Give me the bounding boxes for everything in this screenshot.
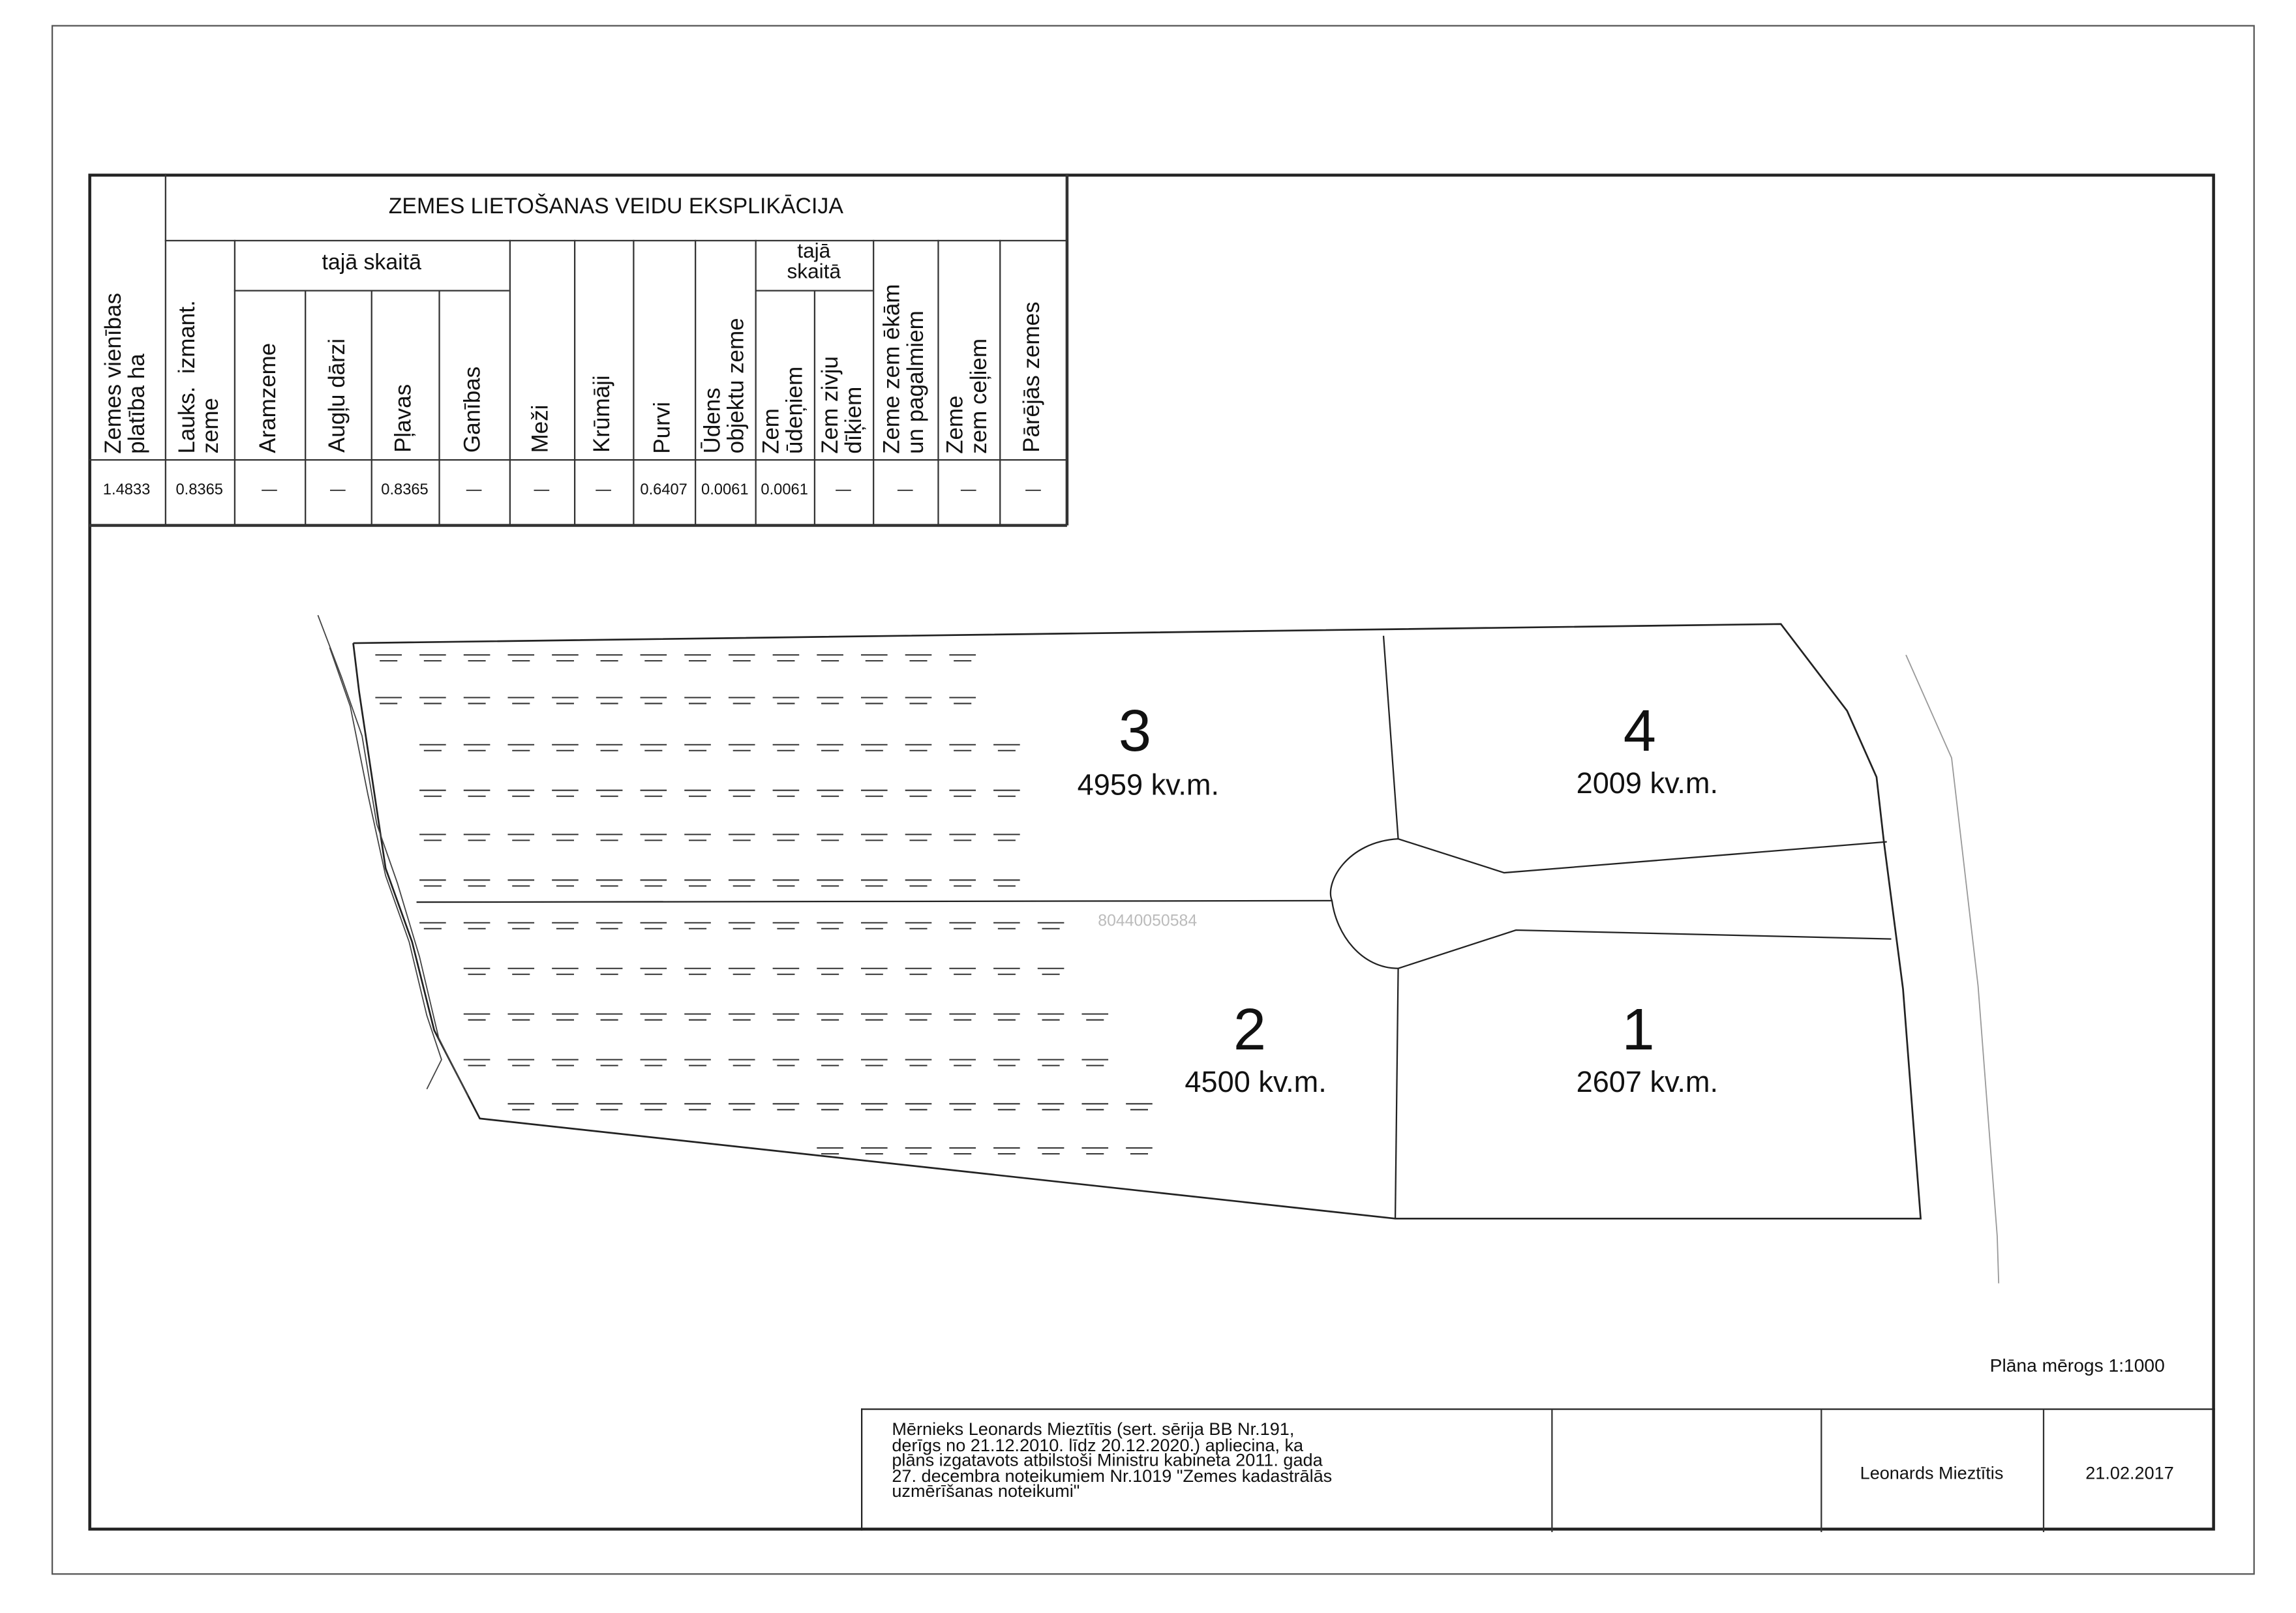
column-value: — [897,481,913,499]
table-title: ZEMES LIETOŠANAS VEIDU EKSPLIKĀCIJA [388,194,843,220]
ditch-line [317,614,469,1097]
column-value: — [596,481,611,499]
table-divider [813,290,816,526]
road-cul-de-sac [1329,838,1892,969]
table-divider [755,239,757,526]
group-label-1: tajā skaitā [322,250,421,275]
table-divider [695,239,697,526]
table-divider [633,239,635,526]
column-value: — [836,481,851,499]
parcel-4-number: 4 [1623,699,1657,764]
column-value: — [534,481,550,499]
land-use-table: ZEMES LIETOŠANAS VEIDU EKSPLIKĀCIJA tajā… [88,173,1068,526]
table-divider [873,239,875,526]
parcel-divider-3-4 [1382,635,1399,839]
parcel-divider-1-2 [1394,968,1399,1219]
parcel-2-number: 2 [1233,997,1267,1063]
column-value: — [466,481,482,499]
scale-label: Plāna mērogs 1:1000 [1989,1355,2165,1376]
survey-date: 21.02.2017 [2085,1462,2174,1484]
column-value: 0.0061 [761,481,808,499]
outer-border [51,25,2255,1575]
column-value: — [329,481,346,499]
table-divider [937,239,939,526]
column-value: 1.4833 [102,481,151,499]
table-divider [509,239,511,526]
parcel-3-area: 4959 kv.m. [1077,770,1220,802]
parcel-divider-2-3 [416,899,1333,903]
main-frame [88,173,2215,1531]
marsh-symbols [375,654,1153,1155]
table-divider [370,290,372,526]
column-value: — [262,481,277,499]
table-divider [999,239,1001,526]
column-value: — [1025,481,1041,499]
parcel-2-area: 4500 kv.m. [1185,1066,1327,1100]
cadastral-code: 80440050584 [1098,912,1198,931]
table-divider [438,290,440,526]
column-value: 0.8365 [381,481,429,499]
table-divider [573,239,576,526]
ditch-line-2 [329,647,442,1090]
column-value: 0.6407 [640,481,687,499]
parcel-1-number: 1 [1622,997,1655,1063]
table-divider [164,173,166,526]
title-block: Mērnieks Leonards Mieztītis (sert. sērij… [860,1408,2215,1532]
parcel-4-area: 2009 kv.m. [1576,768,1718,801]
surveyor-statement: Mērnieks Leonards Mieztītis (sert. sērij… [892,1419,1333,1501]
neighbour-line [1905,654,2000,1284]
group-label-2: tajā skaitā [787,238,841,283]
parcel-1-area: 2607 kv.m. [1576,1066,1718,1100]
column-value: — [960,481,976,499]
table-divider [305,290,307,526]
column-value: 0.8365 [175,481,223,499]
surveyor-name: Leonards Mieztītis [1860,1462,2004,1484]
parcel-3-number: 3 [1118,699,1152,764]
table-divider [234,239,236,526]
column-value: 0.0061 [701,481,749,499]
